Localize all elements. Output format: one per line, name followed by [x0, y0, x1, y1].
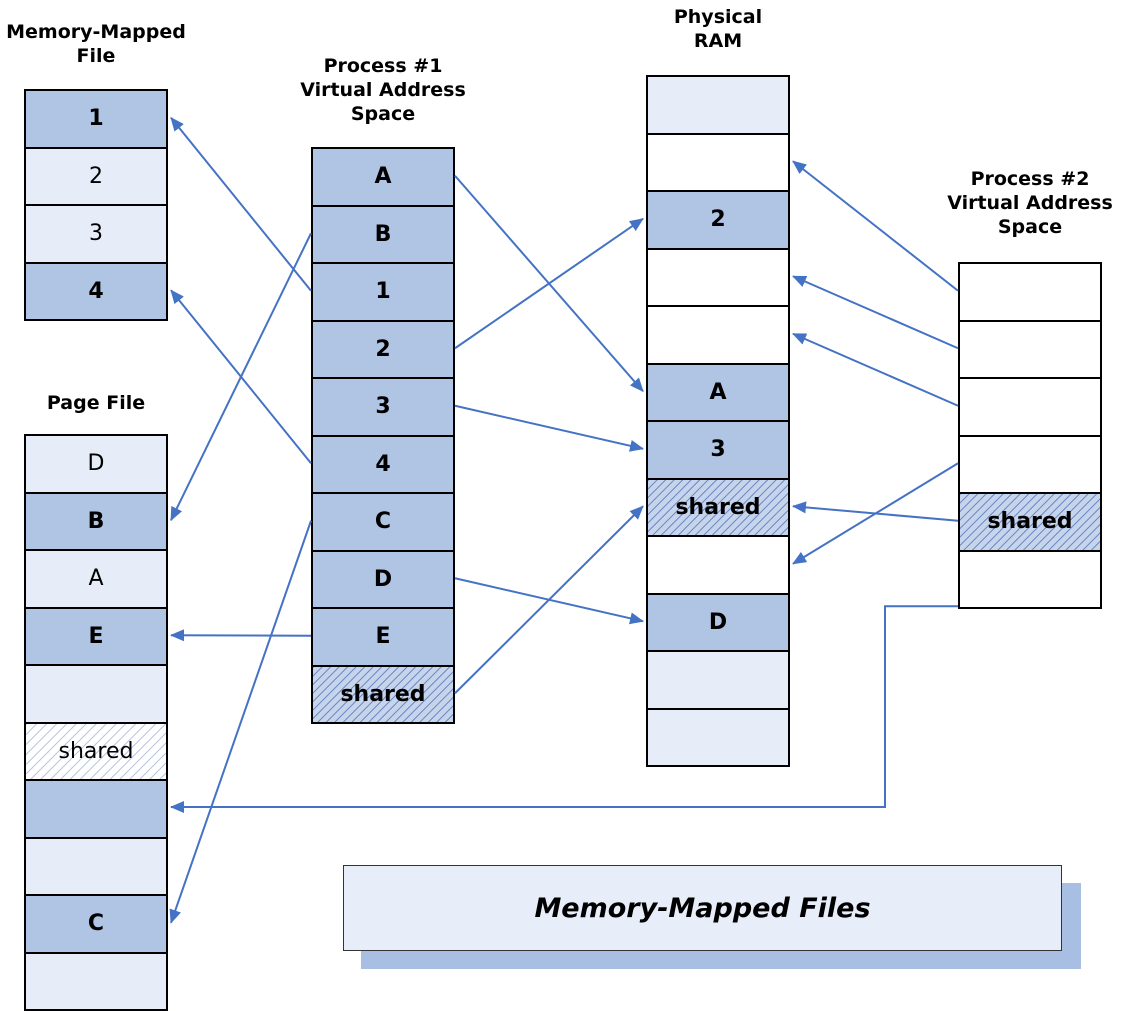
- ram-cell: [646, 707, 790, 767]
- pagefile-cell: B: [24, 491, 168, 551]
- arrow-p1-8-to-pagefile-3: [170, 629, 312, 642]
- arrow-p2-4-to-ram-7: [792, 501, 959, 522]
- arrow-p2-0-to-ram-1: [792, 160, 959, 292]
- mmf-title: Memory-Mapped File: [6, 21, 186, 67]
- arrow-p1-9-to-ram-7: [454, 505, 644, 694]
- arrow-p2-1-to-ram-3: [792, 275, 959, 350]
- p1-cell: 2: [311, 319, 455, 379]
- p1-cell: shared: [311, 664, 455, 724]
- arrow-p1-3-to-ram-2: [454, 217, 644, 350]
- p2-cell: shared: [958, 492, 1102, 552]
- p1-cell: B: [311, 204, 455, 264]
- p1-cell: E: [311, 607, 455, 667]
- banner-title: Memory-Mapped Files: [343, 865, 1062, 951]
- mmf-cell: 2: [24, 146, 168, 206]
- arrow-p1-4-to-ram-6: [454, 404, 644, 452]
- pagefile-cell: [24, 836, 168, 896]
- p1-title: Process #1 Virtual Address Space: [300, 55, 466, 125]
- arrow-p1-6-to-pagefile-8: [169, 520, 312, 924]
- p2-title: Process #2 Virtual Address Space: [947, 168, 1113, 238]
- p2-cell: [958, 549, 1102, 609]
- pagefile-title: Page File: [46, 392, 146, 414]
- pagefile-cell: shared: [24, 721, 168, 781]
- ram-cell: 3: [646, 420, 790, 480]
- arrow-p1-2-to-mmf-0: [170, 116, 312, 292]
- ram-cell: 2: [646, 190, 790, 250]
- p1-cell: 1: [311, 262, 455, 322]
- pagefile-cell: E: [24, 606, 168, 666]
- arrow-p1-1-to-pagefile-1: [170, 232, 312, 522]
- ram-cell: [646, 247, 790, 307]
- p1-cell: C: [311, 492, 455, 552]
- p2-cell: [958, 262, 1102, 322]
- mmf-cell: 4: [24, 261, 168, 321]
- ram-title: Physical RAM: [673, 6, 763, 52]
- ram-cell: [646, 132, 790, 192]
- arrow-p2-2-to-ram-4: [792, 332, 959, 407]
- pagefile-cell: [24, 951, 168, 1011]
- arrow-p2-5-to-pagefile-6: [170, 605, 958, 813]
- ram-cell: [646, 535, 790, 595]
- ram-cell: [646, 75, 790, 135]
